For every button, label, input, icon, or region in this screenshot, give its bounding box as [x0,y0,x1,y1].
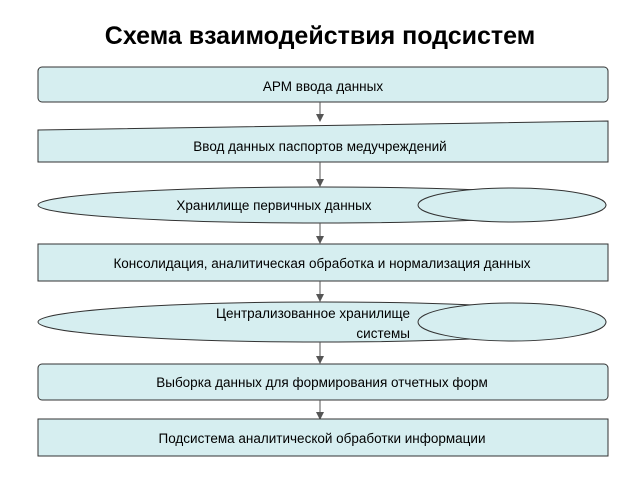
selection-label: Выборка данных для формирования отчетных… [156,375,488,390]
arm-box [37,66,609,103]
passport-box [37,120,609,163]
consolidation-label: Консолидация, аналитическая обработка и … [113,256,530,271]
analytics-box [37,418,609,457]
central-storage-label-line1: Централизованное хранилище [216,306,410,321]
consolidation-box [37,243,609,282]
primary-storage-label: Хранилище первичных данных [176,198,371,213]
selection-box [37,363,609,401]
primary-storage-inner-ellipse [417,187,607,223]
analytics-label: Подсистема аналитической обработки инфор… [159,431,486,446]
passport-label: Ввод данных паспортов медучреждений [193,139,446,154]
central-storage-inner-ellipse [417,302,607,342]
central-storage-label-line2: системы [356,326,410,341]
page-title: Схема взаимодействия подсистем [104,22,536,50]
arm-label: АРМ ввода данных [263,79,383,94]
